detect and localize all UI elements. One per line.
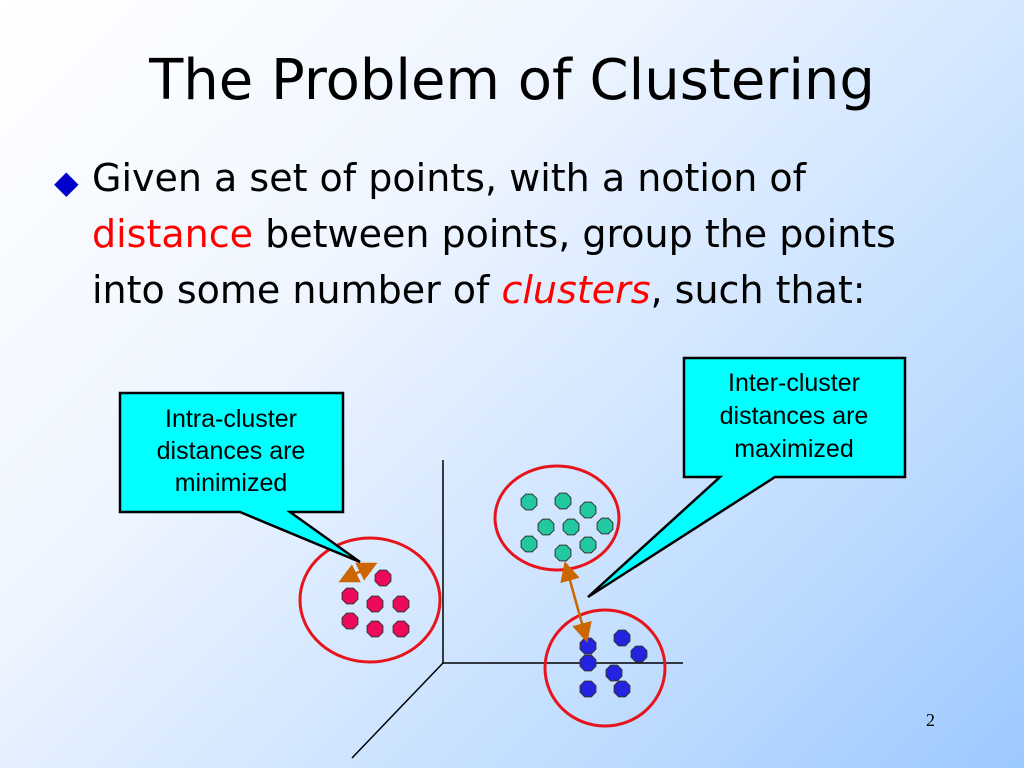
inter-callout-line-2: distances are [720, 402, 869, 430]
intra-cluster-callout: Intra-cluster distances are minimized [118, 391, 361, 564]
green-point [537, 518, 555, 536]
page-number: 2 [926, 710, 935, 730]
green-point [520, 493, 538, 511]
pink-point [392, 595, 410, 613]
inter-distance-arrow [560, 561, 592, 643]
distance-term: distance [92, 212, 254, 256]
pink-cluster-circle [298, 536, 442, 664]
blue-cluster-circle [543, 608, 667, 728]
diamond-bullet-icon: ◆ [54, 163, 79, 201]
green-point [554, 492, 572, 510]
inter-callout-line-3: maximized [734, 435, 853, 463]
green-point [554, 544, 572, 562]
inter-cluster-callout: Inter-cluster distances are maximized [587, 356, 907, 599]
inter-callout-line-1: Inter-cluster [728, 369, 860, 397]
bullet-line-3: into some number of clusters, such that: [54, 262, 974, 318]
slide-title: The Problem of Clustering [149, 48, 875, 113]
bullet-text: ◆ Given a set of points, with a notion o… [54, 150, 974, 318]
blue-point [613, 629, 631, 647]
blue-point [579, 680, 597, 698]
pink-point [374, 569, 392, 587]
bullet-line-3-end: , such that: [650, 268, 866, 312]
z-axis [351, 662, 444, 759]
blue-point [630, 645, 648, 663]
pink-point [366, 620, 384, 638]
bullet-line-2: distance between points, group the point… [54, 206, 974, 262]
green-point [579, 536, 597, 554]
blue-point [579, 637, 597, 655]
green-point [596, 517, 614, 535]
blue-point [605, 664, 623, 682]
clusters-term: clusters [501, 268, 651, 312]
pink-point [392, 620, 410, 638]
pink-point [341, 612, 359, 630]
bullet-line-3-start: into some number of [92, 268, 502, 312]
intra-callout-line-1: Intra-cluster [165, 405, 297, 433]
pink-point [341, 587, 359, 605]
intra-callout-line-2: distances are [157, 437, 306, 465]
axes [351, 460, 683, 759]
intra-distance-arrow [338, 562, 378, 583]
green-point [579, 501, 597, 519]
pink-point [366, 595, 384, 613]
blue-point [579, 654, 597, 672]
green-cluster-circle [493, 464, 621, 572]
blue-point [613, 680, 631, 698]
green-point [520, 535, 538, 553]
intra-callout-line-3: minimized [175, 469, 288, 497]
green-point [562, 518, 580, 536]
bullet-line-2-rest: between points, group the points [253, 212, 896, 256]
bullet-line-1: Given a set of points, with a notion of [92, 156, 807, 200]
